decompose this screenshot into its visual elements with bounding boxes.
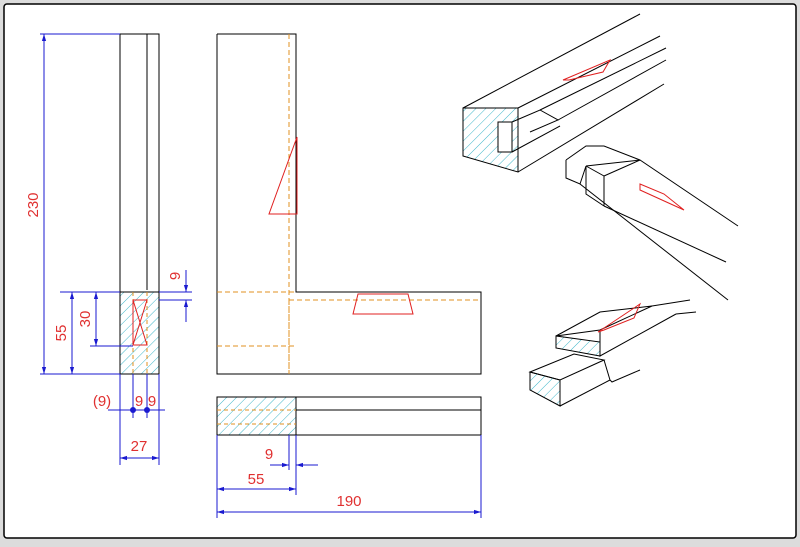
paper-frame bbox=[3, 3, 797, 539]
iso-tenon-piece bbox=[565, 145, 739, 301]
top-view-dimensions bbox=[216, 435, 482, 518]
iso-lap-joint bbox=[528, 299, 697, 407]
front-view bbox=[216, 33, 482, 375]
dim-height-total: 230 bbox=[25, 192, 42, 217]
top-view bbox=[216, 396, 482, 436]
dim-split-a: 9 bbox=[135, 393, 143, 410]
side-view bbox=[119, 33, 160, 375]
dim-dot bbox=[130, 407, 136, 413]
dim-groove: 9 bbox=[167, 272, 184, 280]
dim-width: 27 bbox=[131, 438, 148, 455]
dim-groove-offset: (9) bbox=[93, 393, 111, 410]
side-view-dimensions bbox=[40, 33, 192, 465]
dim-split-b: 9 bbox=[148, 393, 156, 410]
dim-dot bbox=[144, 407, 150, 413]
dim-bottom-small: 9 bbox=[265, 446, 273, 463]
dim-height-inner: 30 bbox=[77, 311, 94, 328]
iso-beam-grooved bbox=[462, 13, 667, 173]
dim-height-joint: 55 bbox=[53, 325, 70, 342]
dim-bottom-mid: 55 bbox=[248, 471, 265, 488]
dim-bottom-total: 190 bbox=[336, 493, 361, 510]
